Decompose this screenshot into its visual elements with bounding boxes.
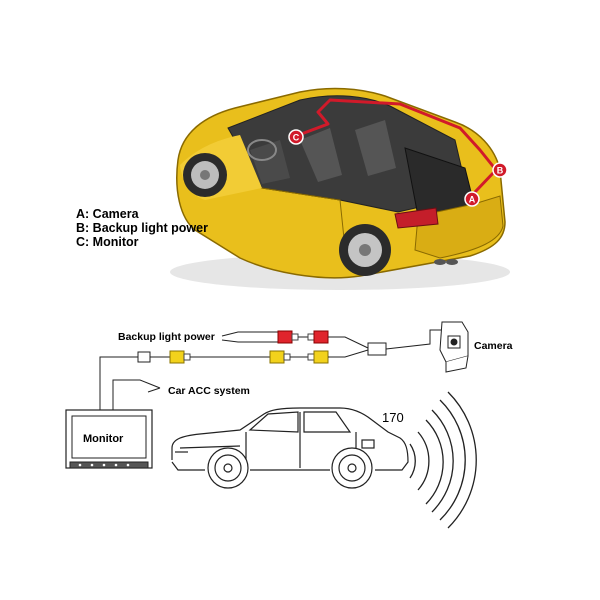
marker-b-label: B: [497, 166, 504, 176]
camera-label: Camera: [474, 340, 513, 352]
monitor-label: Monitor: [83, 433, 124, 445]
junction-box: [367, 342, 387, 356]
marker-c: C: [288, 129, 304, 145]
camera-icon: [439, 321, 469, 373]
marker-a-label: A: [469, 195, 476, 205]
rca-yellow-left: [169, 350, 191, 364]
legend-item-backup-light-power: B: Backup light power: [76, 221, 208, 235]
wiring-diagram: Backup light power: [65, 321, 513, 529]
rca-yellow-mid-right: [307, 350, 329, 364]
marker-b: B: [492, 162, 508, 178]
legend-item-monitor: C: Monitor: [76, 235, 139, 249]
view-angle-label: 170: [382, 410, 404, 425]
backup-light-power-label: Backup light power: [118, 331, 215, 343]
sedan-outline: [171, 407, 409, 489]
legend: A: Camera B: Backup light power C: Monit…: [76, 207, 208, 249]
rca-red-left: [277, 330, 299, 344]
car-3d-illustration: C B A: [170, 87, 510, 290]
monitor-video-plug: [137, 351, 151, 363]
wire-route: [295, 98, 498, 201]
marker-a: A: [464, 191, 480, 207]
monitor-icon: [65, 409, 153, 469]
rca-red-right: [307, 330, 329, 344]
car-acc-label: Car ACC system: [168, 385, 250, 397]
rca-yellow-mid-left: [269, 350, 291, 364]
legend-item-camera: A: Camera: [76, 207, 139, 221]
marker-c-label: C: [293, 133, 300, 143]
camera-view-arcs: [409, 391, 477, 529]
